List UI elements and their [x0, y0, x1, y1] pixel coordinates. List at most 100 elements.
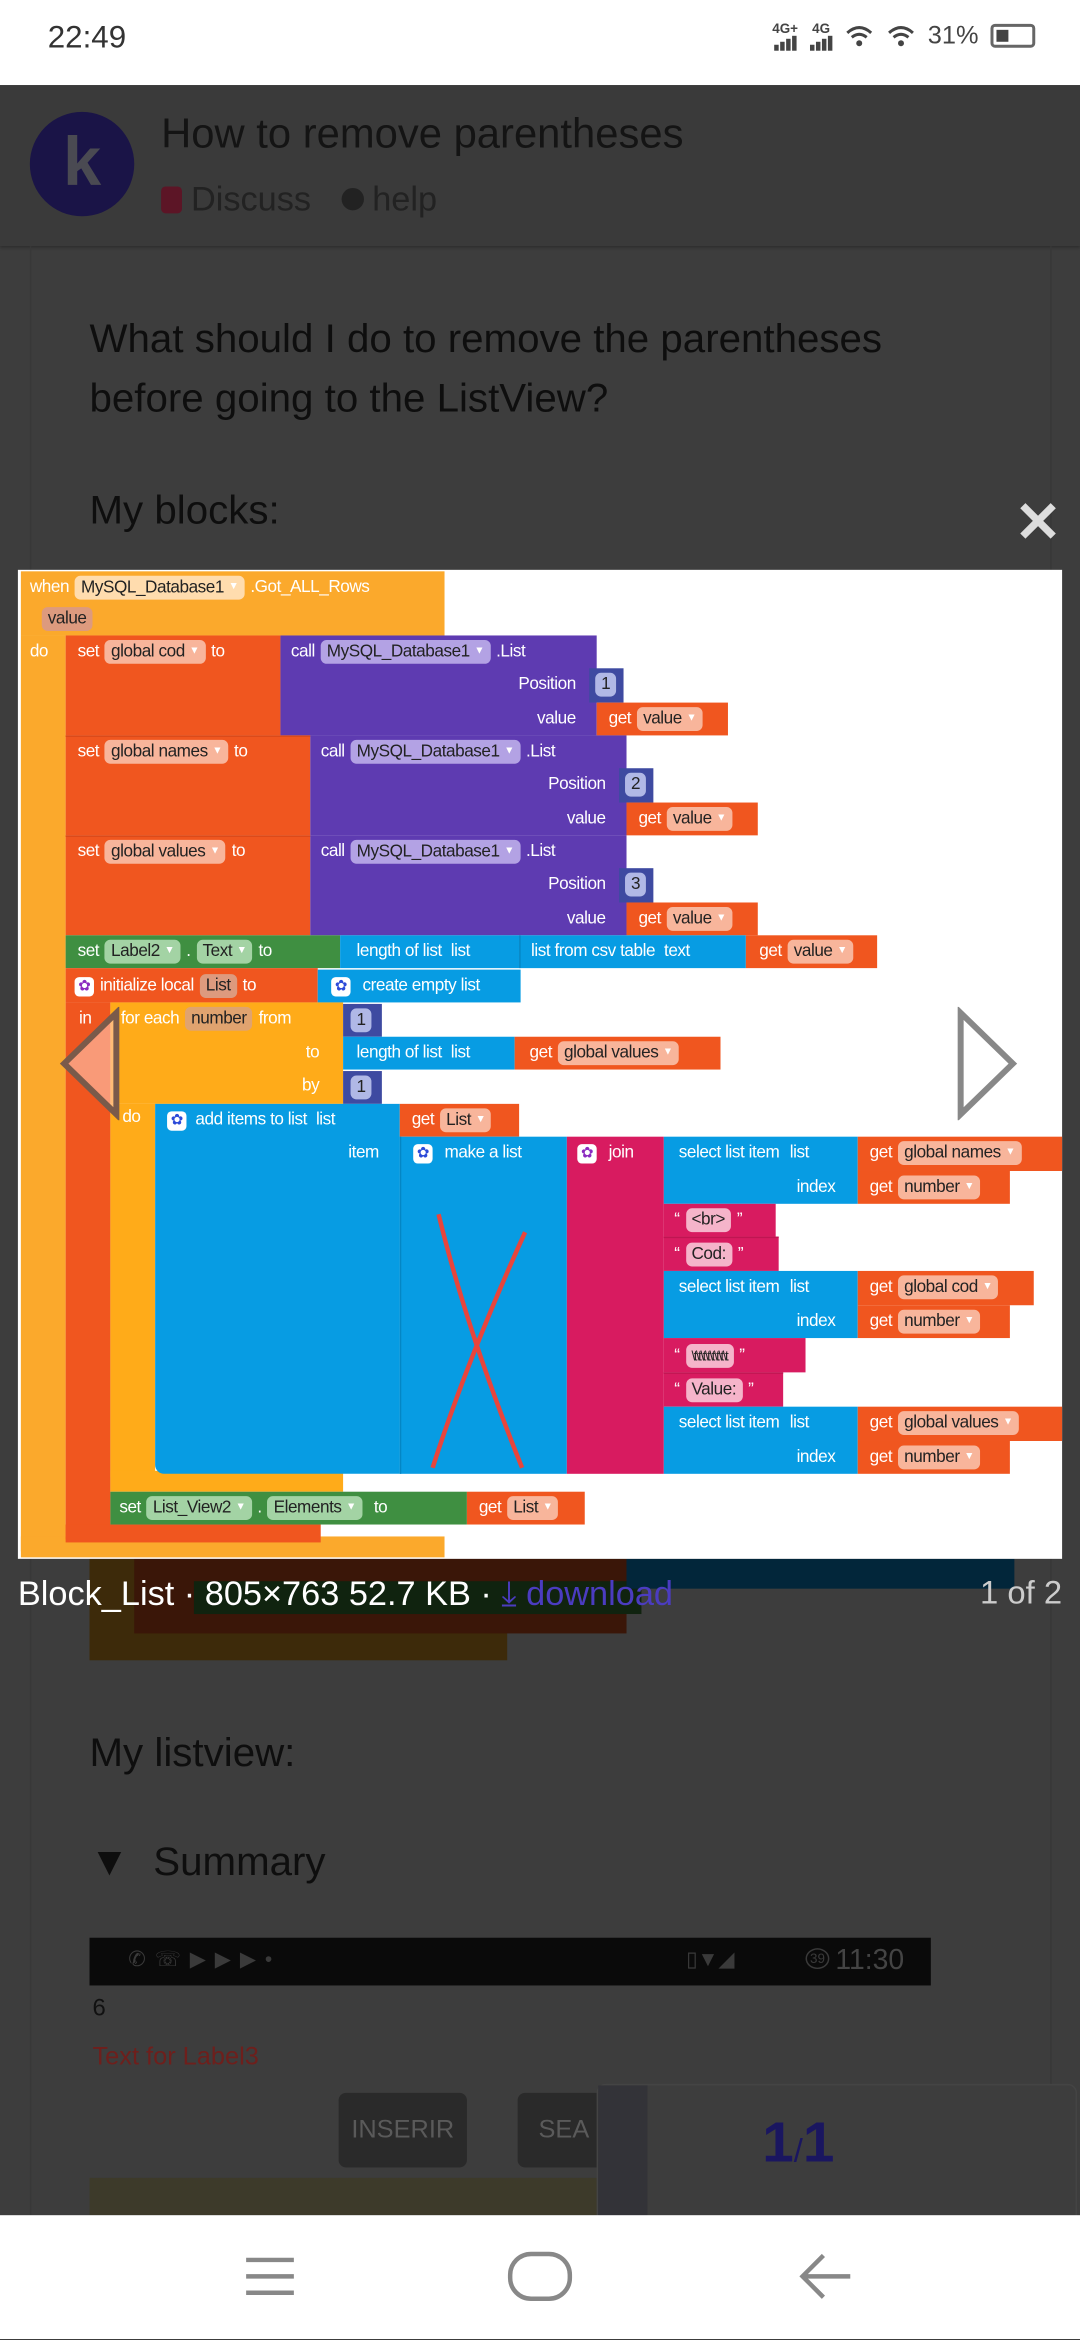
chevron-down-icon: ▼: [209, 845, 220, 857]
component-dropdown[interactable]: MySQL_Database1▼: [350, 739, 520, 764]
variable-dropdown[interactable]: global names▼: [105, 739, 229, 764]
timeline-card[interactable]: 1/1: [596, 2083, 1078, 2219]
number-value[interactable]: 3: [625, 872, 647, 897]
component-dropdown[interactable]: Label2▼: [105, 939, 181, 964]
variable-dropdown[interactable]: global cod▼: [105, 639, 206, 664]
loop-var-pill[interactable]: number: [185, 1006, 253, 1031]
timeline-scrollbar[interactable]: [598, 2085, 648, 2217]
component-dropdown[interactable]: List_View2▼: [146, 1496, 252, 1521]
topic-title[interactable]: How to remove parentheses: [161, 110, 684, 157]
block-label: join: [608, 1144, 634, 1163]
length-of-list-block[interactable]: [343, 1036, 515, 1070]
image-filename: Block_List: [17, 1573, 175, 1613]
component-dropdown[interactable]: MySQL_Database1▼: [350, 839, 520, 864]
variable-dropdown[interactable]: global values▼: [105, 839, 226, 864]
join-block[interactable]: [566, 1136, 664, 1474]
previous-arrow-icon[interactable]: [57, 1006, 123, 1121]
block-label: .List: [496, 642, 526, 661]
string-value[interactable]: Cod:: [685, 1242, 732, 1267]
home-icon[interactable]: [507, 2251, 573, 2302]
string-value[interactable]: Value:: [685, 1378, 743, 1403]
download-link[interactable]: ⤓ download: [501, 1574, 673, 1613]
category-label: Discuss: [190, 179, 312, 218]
block-label: set: [77, 842, 100, 861]
make-a-list-block[interactable]: [399, 1136, 567, 1474]
quote-mark: “: [674, 1347, 680, 1365]
gear-icon[interactable]: ✿: [413, 1143, 433, 1163]
back-icon[interactable]: [797, 2251, 854, 2302]
component-dropdown[interactable]: MySQL_Database1▼: [320, 639, 491, 664]
gear-icon[interactable]: ✿: [331, 976, 351, 996]
chevron-down-icon: ▼: [716, 912, 727, 924]
number-value[interactable]: 1: [350, 1008, 372, 1033]
block-label: to: [231, 842, 246, 861]
topic-category[interactable]: Discuss help: [161, 179, 437, 219]
gear-icon[interactable]: ✿: [577, 1143, 597, 1163]
param-pill[interactable]: value: [41, 607, 93, 631]
block-label: call: [320, 742, 345, 761]
dropdown-value: global values: [111, 842, 206, 861]
add-items-block[interactable]: [155, 1103, 400, 1474]
variable-dropdown[interactable]: List▼: [507, 1496, 559, 1521]
number-value[interactable]: 2: [625, 772, 647, 797]
number-value[interactable]: 1: [595, 672, 617, 697]
site-logo[interactable]: k: [29, 111, 135, 217]
length-of-list-block[interactable]: [340, 935, 520, 969]
search-button[interactable]: SEA: [517, 2092, 597, 2168]
variable-dropdown[interactable]: value▼: [787, 939, 853, 964]
dropdown-value: List: [513, 1499, 539, 1518]
block-label: .List: [525, 742, 556, 761]
list-from-csv-block[interactable]: [519, 935, 746, 969]
timeline-total: 1: [802, 2112, 835, 2175]
item-label: item: [348, 1144, 379, 1163]
string-value[interactable]: <br>: [685, 1208, 731, 1233]
close-icon[interactable]: ✕: [1014, 492, 1062, 555]
summary-toggle[interactable]: ▼ Summary: [90, 1832, 326, 1892]
label3-text: Text for Label3: [92, 2042, 259, 2071]
property-dropdown[interactable]: Text▼: [196, 939, 253, 964]
dropdown-value: List: [446, 1111, 472, 1130]
variable-dropdown[interactable]: value▼: [666, 806, 733, 831]
block-label: get: [638, 809, 661, 828]
select-list-item-block[interactable]: [663, 1270, 858, 1339]
init-local-block[interactable]: [65, 968, 318, 1003]
variable-dropdown[interactable]: number▼: [898, 1175, 980, 1200]
variable-dropdown[interactable]: List▼: [440, 1108, 492, 1133]
variable-dropdown[interactable]: number▼: [898, 1445, 980, 1470]
variable-dropdown[interactable]: global names▼: [898, 1141, 1022, 1166]
number-row: 1: [350, 1071, 372, 1104]
select-list-item-block[interactable]: [663, 1136, 858, 1204]
variable-dropdown[interactable]: number▼: [898, 1309, 980, 1334]
number-value[interactable]: 1: [350, 1075, 372, 1100]
variable-dropdown[interactable]: global values▼: [558, 1041, 679, 1066]
gear-icon[interactable]: ✿: [74, 976, 94, 996]
variable-dropdown[interactable]: global cod▼: [898, 1275, 999, 1300]
string-value[interactable]: \t\t\t\t\t\t\t\t: [685, 1344, 734, 1368]
event-block-body: [20, 635, 66, 1552]
block-label: select list item: [678, 1278, 780, 1297]
block-label: get: [869, 1178, 893, 1197]
next-arrow-icon[interactable]: [955, 1006, 1021, 1121]
select-list-item-block[interactable]: [663, 1406, 858, 1474]
property-dropdown[interactable]: Elements▼: [267, 1496, 362, 1521]
insert-button[interactable]: INSERIR: [338, 2092, 467, 2168]
chevron-down-icon: ▼: [686, 713, 697, 724]
post-image-preview-part: [626, 1558, 1015, 1589]
variable-dropdown[interactable]: value▼: [637, 707, 703, 731]
menu-icon[interactable]: [243, 2254, 297, 2299]
block-label: call: [320, 842, 345, 861]
gear-icon[interactable]: ✿: [167, 1110, 187, 1130]
block-label: for each: [120, 1009, 180, 1028]
local-name-pill[interactable]: List: [199, 974, 237, 998]
variable-dropdown[interactable]: value▼: [666, 906, 733, 931]
variable-dropdown[interactable]: global values▼: [898, 1411, 1019, 1436]
phone-time: 11:30: [835, 1945, 905, 1977]
index-label: index: [796, 1312, 836, 1331]
create-empty-list-block[interactable]: [317, 969, 521, 1003]
block-label: set: [119, 1499, 141, 1518]
component-dropdown[interactable]: MySQL_Database1▼: [75, 575, 245, 600]
